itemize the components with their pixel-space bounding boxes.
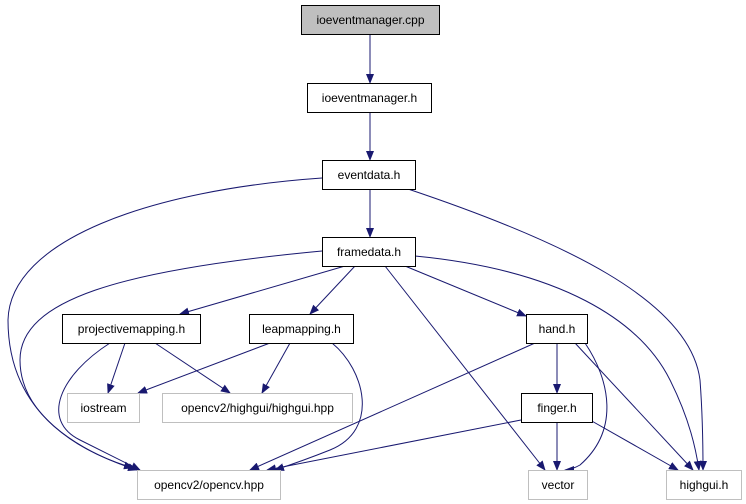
- node-leapmapping-h[interactable]: leapmapping.h: [249, 314, 354, 344]
- node-label: framedata.h: [337, 245, 401, 259]
- node-label: ioeventmanager.h: [322, 91, 417, 105]
- node-box: [62, 314, 201, 344]
- node-label: projectivemapping.h: [78, 322, 185, 336]
- node-label: opencv2/highgui/highgui.hpp: [181, 401, 334, 415]
- edge-leapmapping-h-to-iostream: [137, 342, 271, 394]
- node-label: opencv2/opencv.hpp: [154, 478, 264, 492]
- edge-framedata-h-to-opencv2-opencv-hpp: [19, 250, 323, 472]
- node-projectivemapping-h[interactable]: projectivemapping.h: [62, 314, 201, 344]
- node-box: [162, 393, 353, 423]
- edge-projectivemapping-h-to-opencv2-opencv-hpp: [58, 342, 141, 471]
- edge-leapmapping-h-to-opencv2-opencv-hpp: [274, 342, 363, 471]
- edge-eventdata-h-to-highgui-h: [407, 188, 707, 471]
- node-box: [301, 5, 440, 35]
- node-label: eventdata.h: [338, 168, 401, 182]
- node-opencv2-highgui-highgui-hpp: opencv2/highgui/highgui.hpp: [162, 393, 353, 423]
- node-label: iostream: [80, 401, 126, 415]
- node-iostream: iostream: [67, 393, 140, 423]
- node-ioeventmanager-cpp[interactable]: ioeventmanager.cpp: [301, 5, 440, 35]
- edge-leapmapping-h-to-opencv2-highgui-highgui-hpp: [261, 342, 291, 394]
- node-label: hand.h: [539, 322, 576, 336]
- edge-framedata-h-to-leapmapping-h: [309, 265, 356, 315]
- node-box: [67, 393, 140, 423]
- edge-hand-h-to-vector: [564, 342, 608, 474]
- edge-framedata-h-to-highgui-h: [414, 255, 702, 471]
- edge-projectivemapping-h-to-opencv2-highgui-highgui-hpp: [154, 342, 231, 394]
- node-box: [137, 470, 281, 500]
- node-box: [528, 470, 588, 500]
- node-box: [666, 470, 742, 500]
- node-finger-h[interactable]: finger.h: [521, 393, 593, 423]
- edge-finger-h-to-opencv2-opencv-hpp: [266, 419, 522, 473]
- node-hand-h[interactable]: hand.h: [526, 314, 588, 344]
- node-eventdata-h[interactable]: eventdata.h: [322, 160, 416, 190]
- nodes-layer: ioeventmanager.cpp ioeventmanager.h eventd…: [62, 5, 742, 500]
- node-box: [249, 314, 354, 344]
- edge-hand-h-to-highgui-h: [574, 342, 694, 471]
- node-opencv2-opencv-hpp: opencv2/opencv.hpp: [137, 470, 281, 500]
- edge-projectivemapping-h-to-iostream: [107, 342, 126, 394]
- node-label: leapmapping.h: [262, 322, 341, 336]
- edge-hand-h-to-opencv2-opencv-hpp: [249, 342, 536, 471]
- node-label: highgui.h: [680, 478, 729, 492]
- edge-finger-h-to-highgui-h: [589, 419, 679, 471]
- edge-framedata-h-to-vector: [384, 265, 546, 471]
- node-label: finger.h: [537, 401, 576, 415]
- node-label: vector: [542, 478, 575, 492]
- node-box: [307, 83, 432, 113]
- edges-layer: [7, 34, 707, 474]
- node-box: [526, 314, 588, 344]
- node-box: [322, 160, 416, 190]
- node-vector: vector: [528, 470, 588, 500]
- edge-framedata-h-to-hand-h: [404, 265, 527, 317]
- node-framedata-h[interactable]: framedata.h: [322, 237, 416, 267]
- node-label: ioeventmanager.cpp: [316, 13, 424, 27]
- node-highgui-h: highgui.h: [666, 470, 742, 500]
- node-ioeventmanager-h[interactable]: ioeventmanager.h: [307, 83, 432, 113]
- node-box: [322, 237, 416, 267]
- node-box: [521, 393, 593, 423]
- edge-framedata-h-to-projectivemapping-h: [179, 265, 346, 316]
